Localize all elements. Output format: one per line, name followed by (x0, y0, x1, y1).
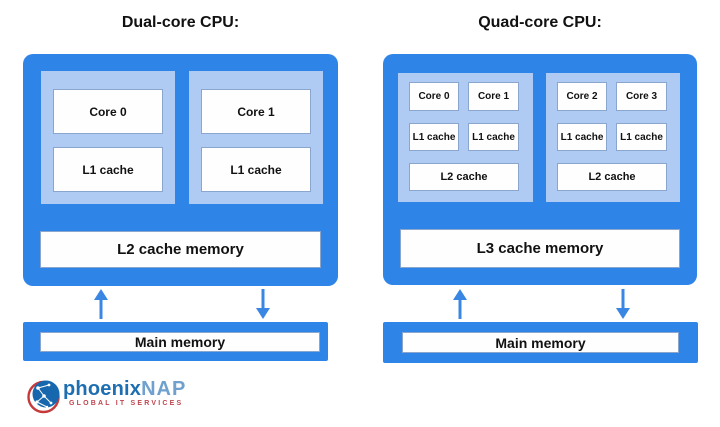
main-memory-box: Main memory (40, 332, 320, 352)
dual-core-title: Dual-core CPU: (121, 14, 240, 31)
dual-core-cluster-1: Core 1 L1 cache (189, 71, 323, 204)
quad-core-cluster-0: Core 0 Core 1 L1 cache L1 cache L2 cache (398, 73, 533, 202)
l2-cache-box: L2 cache (557, 163, 667, 191)
dual-core-cluster-0: Core 0 L1 cache (41, 71, 175, 204)
l1-cache-box: L1 cache (468, 123, 519, 151)
l2-cache-box: L2 cache (409, 163, 519, 191)
core-box: Core 1 (201, 89, 311, 134)
up-arrow-icon (94, 289, 108, 319)
logo-word-nap: NAP (141, 378, 187, 400)
l1-cache-box: L1 cache (557, 123, 607, 151)
quad-main-memory-bar: Main memory (383, 322, 698, 363)
core-box: Core 3 (616, 82, 667, 111)
l1-cache-box: L1 cache (616, 123, 667, 151)
logo-wordmark: phoenixNAP (63, 378, 186, 401)
up-arrow-icon (453, 289, 467, 319)
quad-core-cluster-1: Core 2 Core 3 L1 cache L1 cache L2 cache (546, 73, 680, 202)
logo-tagline: GLOBAL IT SERVICES (69, 400, 184, 407)
core-box: Core 0 (409, 82, 459, 111)
dual-core-cpu-package: Core 0 L1 cache Core 1 L1 cache L2 cache… (23, 54, 338, 286)
phoenixnap-logo: phoenixNAP GLOBAL IT SERVICES (27, 376, 237, 420)
core-box: Core 1 (468, 82, 519, 111)
quad-core-cpu-package: Core 0 Core 1 L1 cache L1 cache L2 cache… (383, 54, 697, 285)
l1-cache-box: L1 cache (53, 147, 163, 192)
core-box: Core 0 (53, 89, 163, 134)
l3-cache-memory-box: L3 cache memory (400, 229, 680, 268)
down-arrow-icon (256, 289, 270, 319)
l2-cache-memory-box: L2 cache memory (40, 231, 321, 268)
dual-main-memory-bar: Main memory (23, 322, 328, 361)
main-memory-box: Main memory (402, 332, 679, 353)
logo-word-phoenix: phoenix (63, 378, 142, 400)
l1-cache-box: L1 cache (409, 123, 459, 151)
quad-core-title: Quad-core CPU: (478, 14, 602, 31)
core-box: Core 2 (557, 82, 607, 111)
l1-cache-box: L1 cache (201, 147, 311, 192)
down-arrow-icon (616, 289, 630, 319)
globe-icon (27, 380, 60, 414)
